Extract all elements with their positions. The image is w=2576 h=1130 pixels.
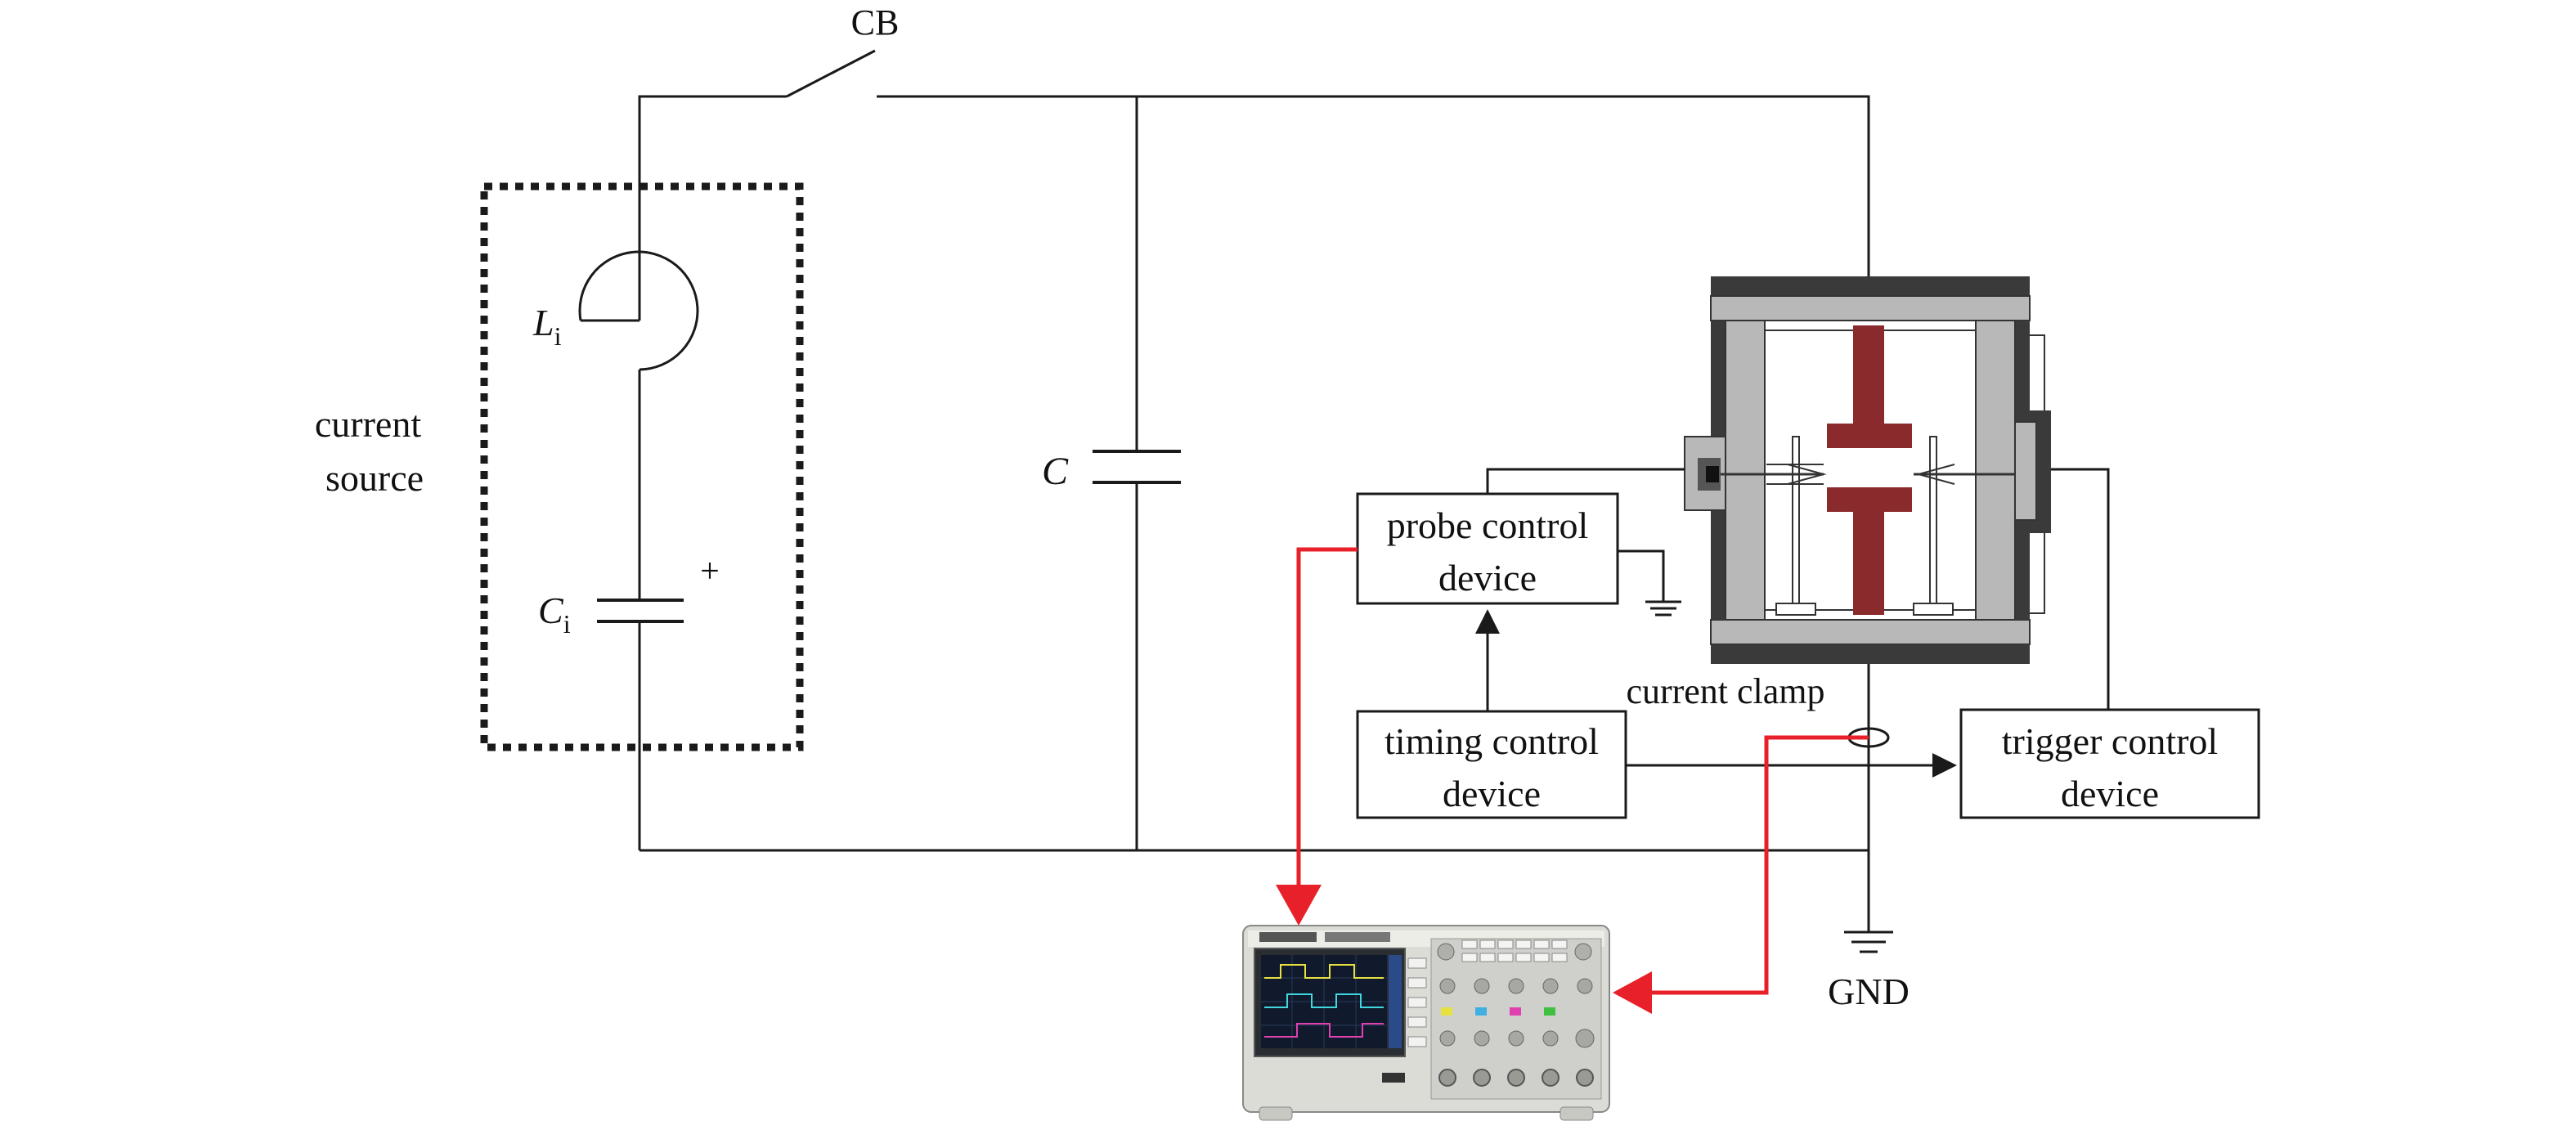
svg-text:device: device: [2061, 773, 2159, 814]
svg-text:timing control: timing control: [1384, 720, 1599, 762]
current-source-boundary: [480, 182, 804, 751]
test-chamber: [1684, 276, 2051, 664]
main-circuit-wires: [638, 49, 1870, 932]
arrow-to-scope-right: [1613, 971, 1652, 1014]
svg-text:probe control: probe control: [1387, 504, 1589, 546]
oscilloscope-icon: [1242, 925, 1610, 1121]
circuit-breaker-switch: [786, 49, 876, 98]
svg-text:device: device: [1443, 773, 1541, 814]
signal-lines: [1296, 547, 1869, 995]
probe-control-device: probe control device: [1356, 492, 1619, 605]
capacitor-ci: [597, 599, 684, 623]
li-label: Li: [532, 302, 562, 351]
ci-label: Ci: [538, 590, 571, 639]
svg-text:device: device: [1438, 557, 1537, 599]
inductor-li: [578, 250, 699, 371]
current-source-label-1: current: [315, 403, 421, 445]
cb-label: CB: [851, 2, 900, 43]
c-label: C: [1042, 450, 1069, 493]
arrow-to-scope-top: [1276, 885, 1322, 926]
gnd-ground-icon: [1844, 930, 1893, 953]
current-source-label-2: source: [325, 457, 424, 499]
timing-control-device: timing control device: [1356, 710, 1627, 819]
ground-icon: [1645, 600, 1681, 617]
trigger-control-device: trigger control device: [1959, 708, 2260, 819]
current-clamp-label: current clamp: [1626, 671, 1824, 711]
plus-label: +: [700, 553, 720, 590]
capacitor-c: [1093, 450, 1181, 484]
gnd-label: GND: [1828, 971, 1910, 1012]
svg-text:trigger control: trigger control: [2002, 720, 2218, 762]
